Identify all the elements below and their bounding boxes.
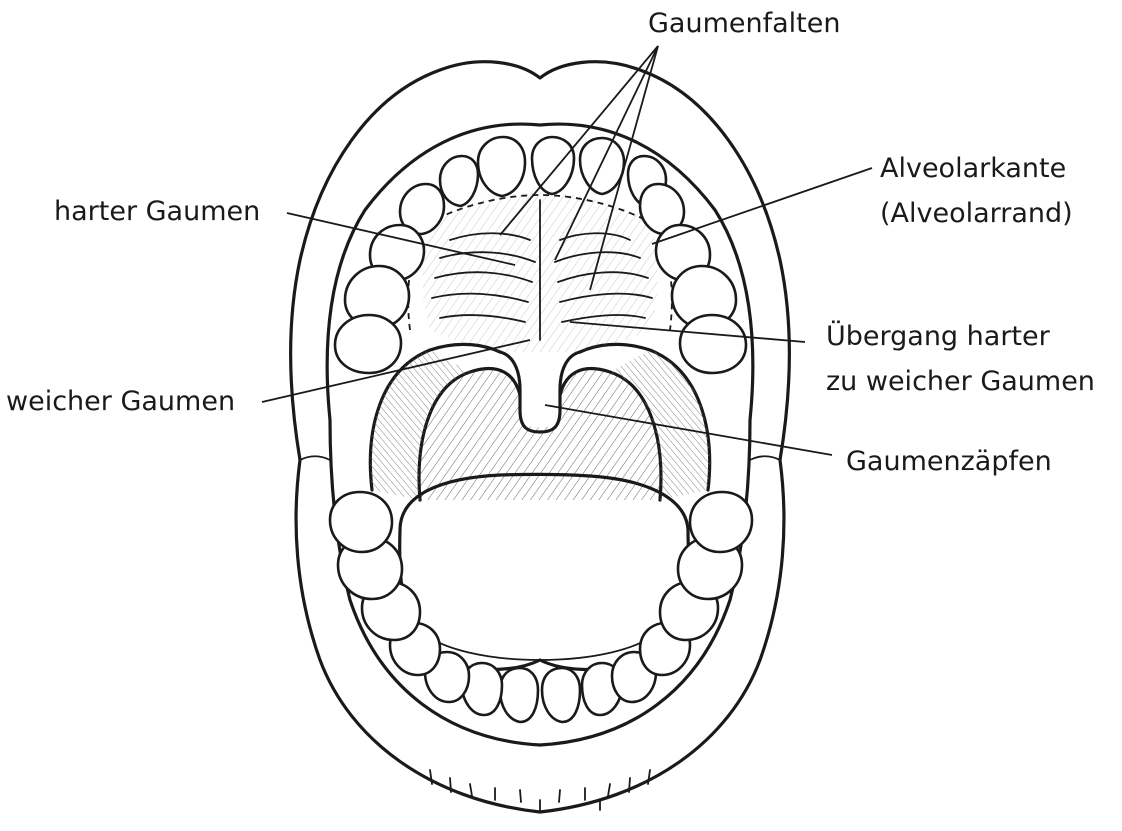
label-alveolarkante-line2: (Alveolarrand) (880, 198, 1073, 229)
lower-tooth (542, 668, 580, 722)
label-uebergang-line2: zu weicher Gaumen (826, 366, 1095, 397)
label-gaumenfalten: Gaumenfalten (648, 8, 840, 39)
lower-tooth (690, 492, 752, 552)
lower-tooth (500, 668, 538, 722)
upper-tooth (580, 138, 624, 194)
upper-tooth (440, 156, 478, 206)
label-uebergang-line1: Übergang harter (826, 320, 1051, 352)
pharynx (370, 344, 709, 500)
lower-tooth (330, 492, 392, 552)
upper-tooth (335, 315, 401, 373)
upper-tooth (478, 137, 525, 196)
upper-tooth (532, 137, 574, 194)
label-weicher-gaumen: weicher Gaumen (6, 386, 235, 417)
upper-tooth (680, 315, 746, 373)
label-alveolarkante-line1: Alveolarkante (880, 153, 1066, 184)
label-harter-gaumen: harter Gaumen (54, 196, 260, 227)
label-gaumenzaepfchen: Gaumenzäpfen (846, 446, 1052, 477)
leader-alveolarkante (652, 168, 872, 244)
